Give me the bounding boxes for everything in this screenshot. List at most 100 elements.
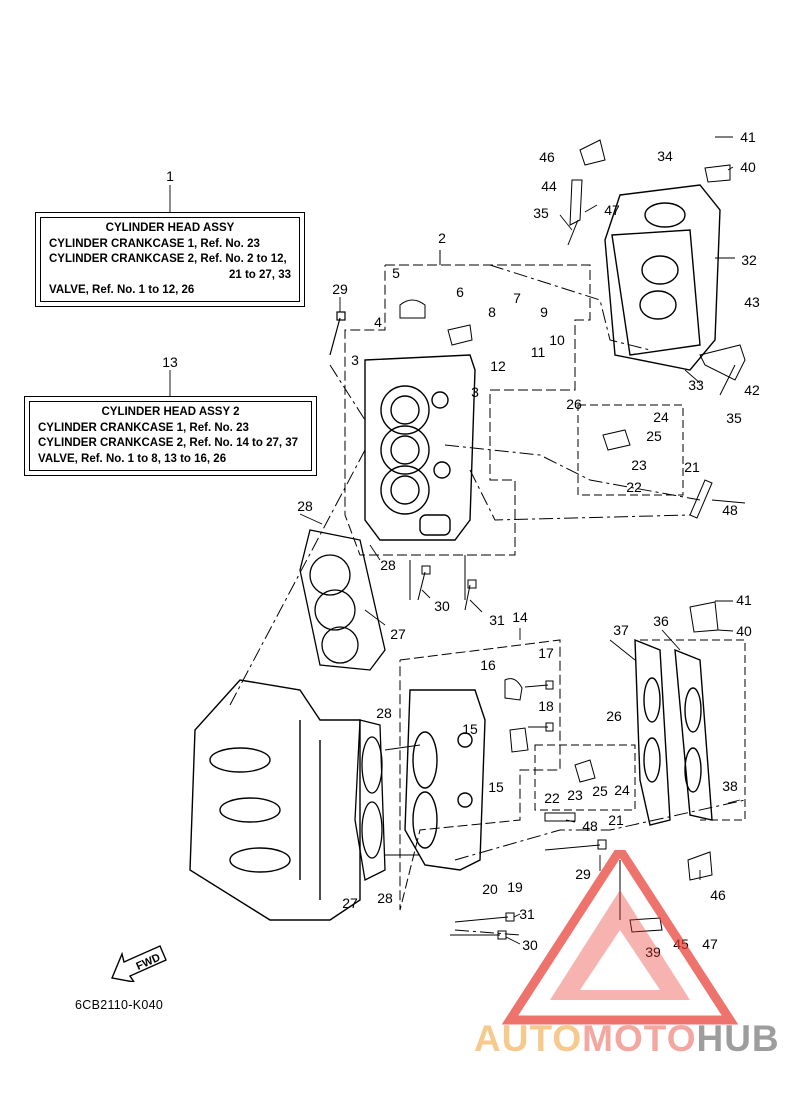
- callout-number: 11: [530, 344, 546, 360]
- exhaust-cover-lower: [634, 638, 713, 826]
- bracket-46-lower: [687, 851, 713, 881]
- sensor-35-lower: [719, 364, 736, 396]
- cylinder-head-upper: [364, 354, 476, 541]
- callout-number: 40: [736, 623, 752, 639]
- callout-number: 28: [377, 890, 393, 906]
- clamp-15: [509, 727, 529, 753]
- bolt-17: [524, 680, 554, 690]
- callout-number: 42: [744, 382, 760, 398]
- callout-number: 24: [653, 409, 669, 425]
- legend-1-title: CYLINDER HEAD ASSY: [105, 222, 235, 234]
- legend-1-line: VALVE, Ref. No. 1 to 12, 26: [49, 284, 195, 296]
- callout-number: 28: [380, 557, 396, 573]
- callout-number: 4: [374, 314, 382, 330]
- bolt-18: [528, 722, 554, 732]
- callout-number: 7: [513, 290, 521, 306]
- sensor-25-lower: [574, 759, 596, 783]
- group-frame-21-upper: [577, 404, 684, 496]
- callout-number: 18: [538, 698, 554, 714]
- legend-13-line: VALVE, Ref. No. 1 to 8, 13 to 16, 26: [38, 452, 227, 465]
- callout-number: 5: [392, 265, 400, 281]
- callout-number: 48: [582, 818, 598, 834]
- watermark-part-b: MOTO: [582, 1018, 697, 1059]
- callout-number: 32: [741, 252, 757, 268]
- callout-number: 46: [539, 149, 555, 165]
- callout-number: 28: [376, 705, 392, 721]
- cylinder-head-lower: [404, 689, 486, 871]
- callout-number: 23: [567, 787, 583, 803]
- group-frame-2: [344, 264, 591, 556]
- legend-13-title: CYLINDER HEAD ASSY 2: [101, 406, 240, 418]
- callout-number: 34: [657, 148, 673, 164]
- callout-number: 3: [471, 384, 479, 400]
- callout-leaders: [169, 136, 746, 945]
- callout-number: 12: [490, 358, 506, 374]
- bolt-29-upper: [329, 311, 346, 356]
- callout-number: 22: [626, 479, 642, 495]
- legend-1-line: 21 to 27, 33: [228, 268, 291, 281]
- callout-number: 15: [488, 779, 504, 795]
- callout-number: 24: [614, 782, 630, 798]
- sensor-35-upper: [567, 219, 579, 246]
- callout-number: 47: [604, 202, 620, 218]
- callout-number: 21: [608, 812, 624, 828]
- callout-number: 16: [480, 657, 496, 673]
- bracket-40-lower: [689, 601, 719, 633]
- callout-number: 26: [566, 396, 582, 412]
- callout-number: 31: [489, 612, 505, 628]
- legend-13-line: CYLINDER CRANKCASE 1, Ref. No. 23: [38, 421, 249, 434]
- group-frame-21-lower: [534, 744, 636, 811]
- legend-13-line: CYLINDER CRANKCASE 2, Ref. No. 14 to 27,…: [38, 437, 299, 449]
- callout-number: 30: [434, 598, 450, 614]
- callout-number: 46: [710, 887, 726, 903]
- bracket-42: [699, 344, 746, 381]
- watermark-part-c: HUB: [696, 1018, 780, 1059]
- head-gasket-lower: [354, 719, 386, 881]
- sensor-44: [569, 179, 583, 226]
- legend-1-line: CYLINDER CRANKCASE 1, Ref. No. 23: [49, 237, 260, 250]
- callout-number: 25: [646, 428, 662, 444]
- clamp-16: [504, 678, 523, 701]
- callout-number: 20: [482, 881, 498, 897]
- callout-number: 30: [522, 937, 538, 953]
- legend-box-13: CYLINDER HEAD ASSY 2 CYLINDER CRANKCASE …: [24, 396, 317, 476]
- fwd-arrow-icon: FWD: [111, 945, 167, 982]
- bolt-31-upper: [464, 579, 477, 611]
- callout-number: 15: [462, 721, 478, 737]
- callout-number: 37: [613, 622, 629, 638]
- callout-number: 27: [342, 895, 358, 911]
- clamp-6: [447, 324, 473, 346]
- bolt-30-upper: [417, 565, 431, 601]
- callout-number: 27: [390, 626, 406, 642]
- exhaust-cover-upper: [604, 184, 721, 371]
- callout-number: 41: [740, 129, 756, 145]
- callout-number: 23: [631, 457, 647, 473]
- callout-number: 43: [744, 294, 760, 310]
- clamp-4: [399, 299, 426, 319]
- callout-number: 47: [702, 936, 718, 952]
- callout-number: 22: [544, 790, 560, 806]
- callout-number: 35: [533, 205, 549, 221]
- callout-number: 35: [726, 410, 742, 426]
- callout-number: 33: [688, 377, 704, 393]
- spark-plug-48-upper: [689, 479, 713, 519]
- callout-number: 29: [575, 866, 591, 882]
- callout-number: 39: [645, 945, 661, 959]
- spark-plug-48-lower: [544, 812, 576, 822]
- callout-number: 38: [722, 778, 738, 794]
- callout-number: 19: [507, 879, 523, 895]
- callout-number: 48: [722, 502, 738, 518]
- bolt-29-lower: [544, 839, 607, 851]
- crankcase-block: [189, 679, 361, 921]
- bracket-40-upper: [704, 164, 731, 183]
- callout-number: 9: [540, 304, 548, 320]
- callout-number: 21: [684, 459, 700, 475]
- callout-number: 29: [332, 281, 348, 297]
- callout-number: 44: [541, 178, 557, 194]
- legend-1-line: CYLINDER CRANKCASE 2, Ref. No. 2 to 12,: [49, 253, 287, 265]
- legend-box-1: CYLINDER HEAD ASSY CYLINDER CRANKCASE 1,…: [35, 212, 305, 307]
- drawing-code: 6CB2110-K040: [75, 998, 164, 1012]
- bolt-30-lower: [450, 930, 507, 940]
- callout-number: 6: [456, 284, 464, 300]
